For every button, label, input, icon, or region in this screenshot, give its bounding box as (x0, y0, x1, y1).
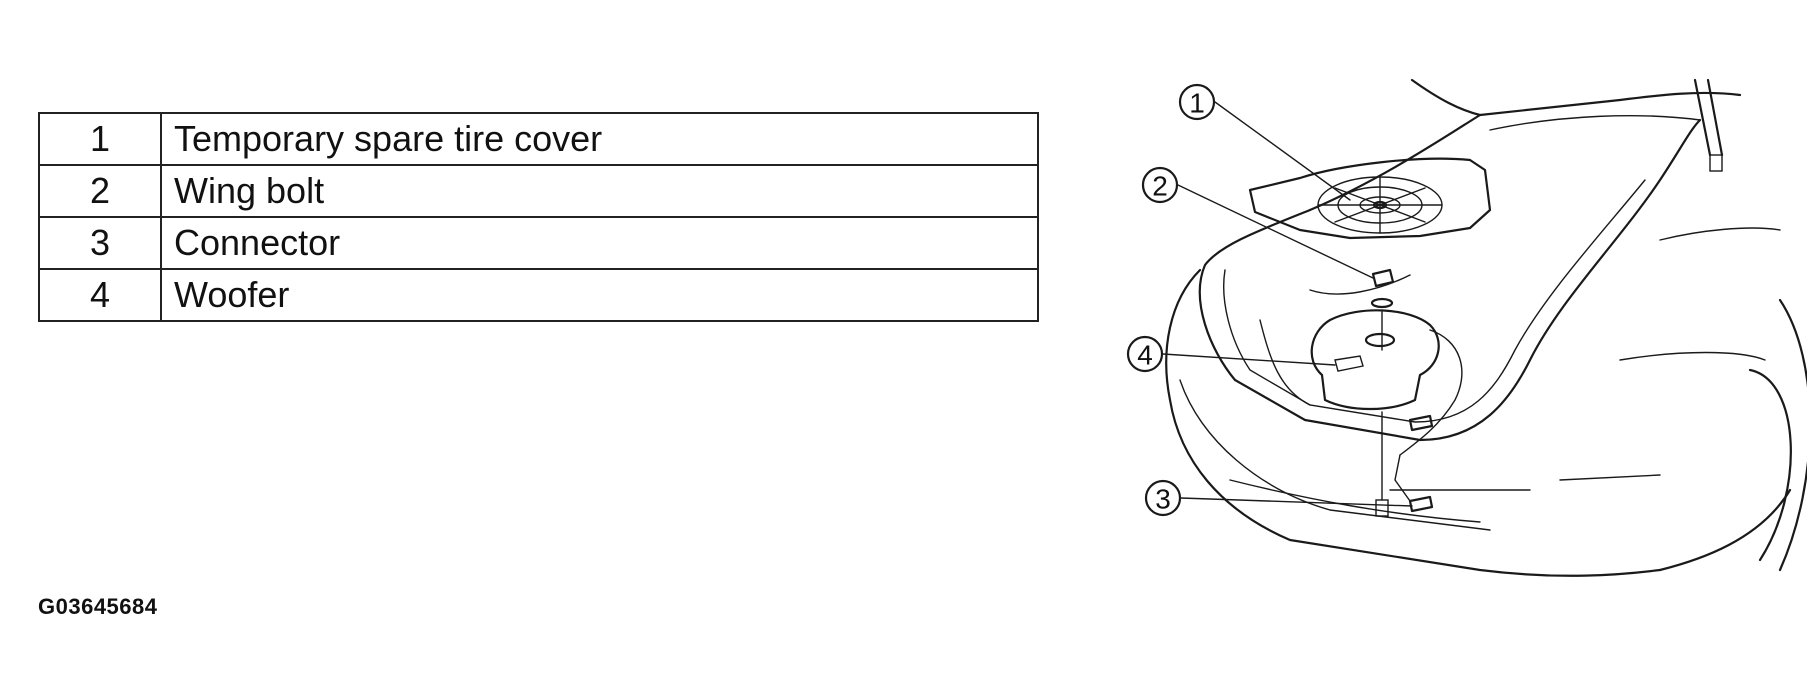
callout-2: 2 (1141, 166, 1179, 204)
legend-row: 1 Temporary spare tire cover (38, 112, 1039, 166)
callout-number: 4 (1137, 340, 1153, 371)
legend-number: 1 (38, 112, 162, 166)
legend-row: 3 Connector (38, 216, 1039, 270)
legend-number: 3 (38, 216, 162, 270)
callout-3: 3 (1144, 479, 1182, 517)
legend-number: 2 (38, 164, 162, 218)
spare-tire-cover (1248, 157, 1492, 240)
callout-number: 3 (1155, 484, 1171, 515)
callout-4: 4 (1126, 335, 1164, 373)
callout-leader-lines (1162, 101, 1413, 507)
callout-number: 2 (1152, 171, 1168, 202)
legend-label: Temporary spare tire cover (160, 112, 1039, 166)
legend-row: 2 Wing bolt (38, 164, 1039, 218)
legend-label: Wing bolt (160, 164, 1039, 218)
car-body-outline (1165, 78, 1807, 577)
callout-number: 1 (1189, 88, 1205, 119)
legend-number: 4 (38, 268, 162, 322)
legend-row: 4 Woofer (38, 268, 1039, 322)
legend-label: Connector (160, 216, 1039, 270)
legend-label: Woofer (160, 268, 1039, 322)
wing-bolt (1370, 268, 1395, 351)
woofer (1310, 309, 1463, 517)
trunk-woofer-diagram: 1 2 3 4 (1126, 78, 1807, 577)
legend-table: 1 Temporary spare tire cover 2 Wing bolt… (38, 112, 1039, 322)
connector (1394, 414, 1434, 513)
callout-1: 1 (1178, 83, 1216, 121)
figure-id: G03645684 (38, 594, 158, 619)
